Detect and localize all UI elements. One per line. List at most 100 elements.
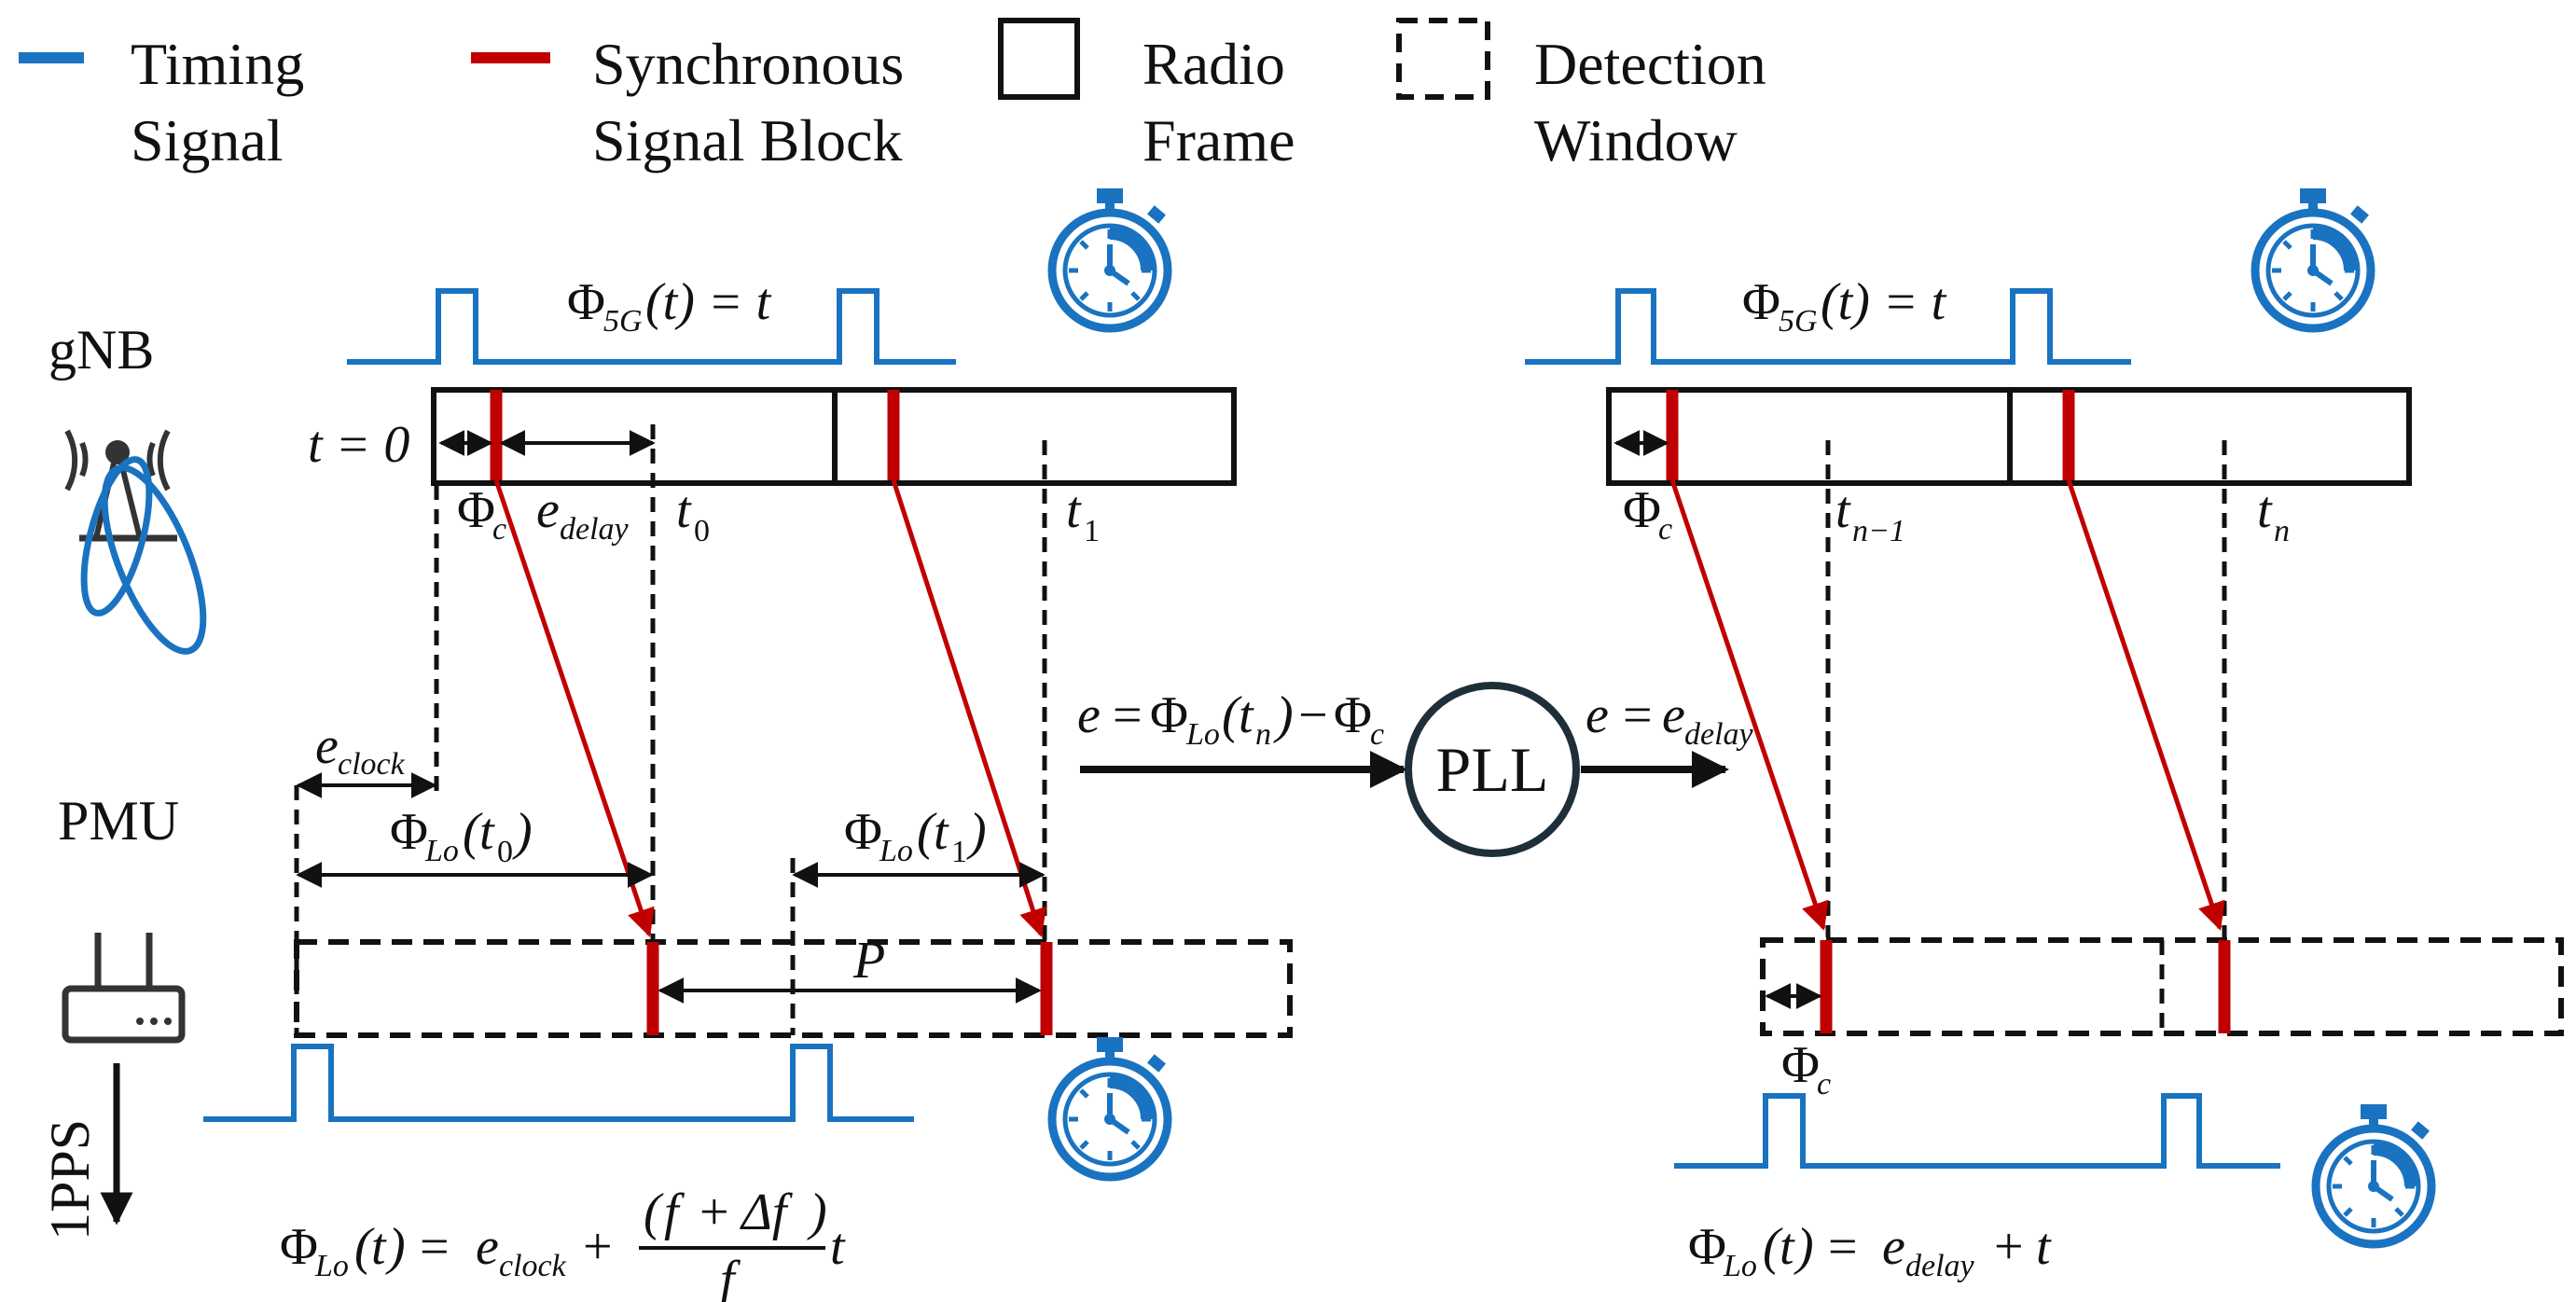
t-zero-label: t = 0 (308, 416, 409, 474)
svg-text:e: e (1882, 1218, 1905, 1276)
svg-text:(: ( (1763, 1218, 1783, 1276)
legend-timing-line1: Timing (131, 31, 304, 97)
svg-text:Φ: Φ (1688, 1218, 1726, 1276)
stopwatch-icon (2316, 1104, 2431, 1244)
svg-text:t: t (1780, 1218, 1795, 1276)
gnb-label: gNB (48, 319, 154, 381)
svg-text:n: n (2274, 514, 2290, 548)
legend-detect-swatch (1396, 18, 1490, 100)
svg-text:e: e (1662, 686, 1685, 744)
propagation-arrow (891, 479, 1046, 937)
legend-ssb-line1: Synchronous (592, 31, 904, 97)
svg-text:(: ( (917, 803, 937, 861)
svg-text:+: + (699, 1184, 729, 1241)
pmu-timing-signal-left (203, 1044, 914, 1122)
svg-text:): ) (385, 1218, 406, 1276)
error-equation: e = Φ Lo ( t n ) − Φ c (1077, 686, 1384, 752)
svg-text:(t) = t: (t) = t (645, 273, 772, 331)
svg-text:Φ: Φ (457, 481, 495, 539)
stopwatch-icon (2255, 188, 2371, 328)
svg-text:1: 1 (951, 835, 967, 869)
phi-lo-equation-left: Φ Lo ( t ) = e clock + ( f + Δf ) f t (280, 1184, 846, 1302)
legend-detect-line2: Window (1534, 107, 1738, 173)
pll-label: PLL (1436, 734, 1549, 805)
svg-text:Φ: Φ (844, 803, 882, 861)
svg-text:Lo: Lo (879, 834, 913, 868)
period-label: P (852, 932, 885, 990)
legend-radio-swatch (998, 18, 1080, 100)
phi-lo-t0-label: Φ Lo ( t 0 ) (390, 803, 533, 869)
e-clock-label: e clock (315, 717, 406, 782)
svg-text:e: e (1586, 686, 1609, 744)
pll-block (1405, 682, 1580, 857)
svg-text:Φ: Φ (280, 1218, 318, 1276)
svg-text:e: e (536, 481, 560, 539)
svg-text:5G: 5G (603, 304, 643, 339)
legend-ssb-line2: Signal Block (592, 107, 902, 173)
svg-text:=: = (1623, 686, 1653, 744)
svg-text:(: ( (1222, 686, 1242, 744)
svg-text:(: ( (463, 803, 483, 861)
svg-text:e: e (1077, 686, 1101, 744)
svg-text:): ) (966, 803, 987, 861)
svg-text:=: = (1113, 686, 1143, 744)
phi-lo-t1-label: Φ Lo ( t 1 ) (844, 803, 987, 869)
svg-text:f: f (664, 1184, 686, 1241)
svg-text:(: ( (354, 1218, 375, 1276)
svg-text:Φ: Φ (390, 803, 428, 861)
svg-text:n: n (1255, 717, 1271, 752)
svg-text:t: t (1835, 481, 1851, 539)
propagation-arrow (493, 479, 655, 937)
e-delay-label: e delay (536, 481, 630, 547)
svg-text:t: t (2257, 481, 2273, 539)
pps-label: 1PPS (39, 1119, 101, 1240)
router-icon (62, 933, 186, 1044)
svg-text:5G: 5G (1779, 304, 1818, 339)
svg-text:(t) = t: (t) = t (1821, 273, 1947, 331)
phi-c-label-right: Φ c (1623, 481, 1672, 547)
legend: Timing Signal Synchronous Signal Block R… (19, 18, 1766, 173)
svg-text:t: t (1066, 481, 1082, 539)
svg-text:c: c (492, 512, 506, 547)
phi5g-equation-left: Φ 5G (t) = t (567, 273, 772, 339)
svg-text:c: c (1817, 1067, 1831, 1101)
phi-c-label-bottom: Φ c (1781, 1036, 1831, 1101)
t1-label: t 1 (1066, 481, 1100, 548)
svg-text:=: = (1828, 1218, 1858, 1276)
svg-text:t: t (479, 803, 495, 861)
svg-text:+: + (583, 1218, 613, 1276)
svg-text:−: − (1298, 686, 1328, 744)
svg-text:Φ: Φ (1742, 273, 1780, 331)
antenna-icon (64, 429, 207, 655)
stopwatch-icon (1052, 1037, 1168, 1177)
stopwatch-icon (1052, 188, 1168, 328)
propagation-arrow (1669, 479, 1829, 931)
svg-text:Δf: Δf (740, 1184, 794, 1241)
svg-text:delay: delay (560, 512, 630, 547)
svg-text:c: c (1370, 717, 1384, 752)
svg-text:e: e (315, 717, 339, 775)
svg-text:+: + (1994, 1218, 2024, 1276)
svg-text:): ) (807, 1184, 827, 1241)
svg-text:delay: delay (1905, 1249, 1975, 1283)
svg-text:t: t (371, 1218, 387, 1276)
svg-text:delay: delay (1684, 717, 1754, 752)
svg-text:(: ( (644, 1184, 664, 1241)
gnb-timing-signal-right (1525, 288, 2131, 365)
legend-radio-line1: Radio (1143, 31, 1285, 97)
svg-text:n−1: n−1 (1852, 514, 1905, 548)
svg-text:e: e (476, 1218, 499, 1276)
svg-text:Φ: Φ (567, 273, 605, 331)
propagation-arrow (2066, 479, 2225, 931)
svg-text:): ) (1794, 1218, 1814, 1276)
svg-text:Φ: Φ (1781, 1036, 1820, 1094)
svg-text:Φ: Φ (1150, 686, 1188, 744)
svg-text:clock: clock (499, 1249, 567, 1283)
svg-text:Lo: Lo (1723, 1249, 1757, 1283)
tn-minus-1-label: t n−1 (1835, 481, 1905, 548)
svg-text:=: = (420, 1218, 450, 1276)
pmu-timing-signal-right (1674, 1093, 2280, 1169)
svg-text:c: c (1658, 512, 1672, 547)
svg-text:Lo: Lo (424, 834, 459, 868)
